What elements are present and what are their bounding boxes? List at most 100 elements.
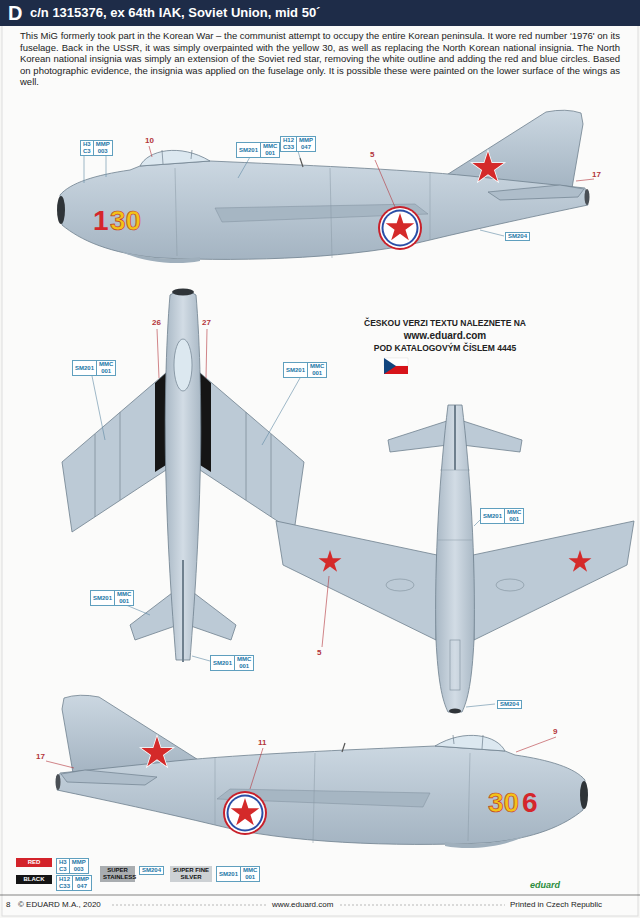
left-side-profile: [57, 110, 590, 263]
paint-code: 001: [240, 874, 259, 881]
profile-letter: D: [8, 1, 22, 25]
paint-code: 003: [69, 866, 88, 873]
paint-code-box: SM204: [505, 232, 530, 241]
paint-code: H12: [57, 876, 72, 883]
color-swatch: RED: [16, 858, 52, 867]
wing: [62, 372, 167, 532]
wing: [473, 521, 634, 640]
paint-code: SM201: [217, 871, 240, 878]
paint-code: SM204: [498, 701, 521, 708]
paint-code: C3: [57, 866, 69, 873]
paint-code-box: SM201MMC001: [72, 360, 116, 376]
color-swatch: SUPER STAINLESS: [100, 866, 135, 882]
legend-text: SUPER FINE SILVER: [173, 867, 209, 880]
paint-code: H12: [281, 137, 296, 144]
paint-code: MMC: [96, 361, 115, 368]
tailplane: [388, 420, 450, 452]
legend-text: SUPER STAINLESS: [103, 867, 136, 880]
tailplane: [130, 590, 178, 640]
paint-code-box: SM201MMC001: [90, 590, 134, 606]
catalogue-note: POD KATALOGOVÝM ČÍSLEM 4445: [345, 343, 545, 354]
aircraft-number: 6: [522, 787, 538, 819]
gear-door: [450, 640, 460, 690]
paint-code: MMP: [296, 137, 315, 144]
wing: [276, 521, 437, 640]
wing: [199, 372, 304, 532]
description-text: This MiG formerly took part in the Korea…: [20, 30, 620, 88]
paint-code-box: H3C3MMP003: [56, 858, 89, 874]
paint-code: 001: [307, 370, 326, 377]
paint-code: C33: [281, 144, 296, 151]
tailplane: [188, 590, 236, 640]
paint-code: 001: [114, 598, 133, 605]
paint-code: MMC: [234, 656, 253, 663]
paint-code: 001: [234, 663, 253, 670]
paint-code-box: SM201MMC001: [283, 362, 327, 378]
aircraft-number: 30: [110, 205, 141, 237]
paint-code: SM201: [91, 595, 114, 602]
page-number: 8: [6, 900, 10, 910]
callout-number: 26: [152, 318, 161, 327]
paint-code: SM201: [284, 367, 307, 374]
fin-edge: [454, 405, 456, 470]
aircraft-number: 1: [93, 205, 109, 237]
print-note: Printed in Czech Republic: [510, 900, 602, 910]
paint-code-box: H12C33MMP047: [280, 136, 316, 152]
paint-code: 003: [93, 148, 112, 155]
web-address: www.eduard.com: [272, 900, 333, 910]
wheel-well: [496, 579, 524, 591]
callout-number: 5: [317, 648, 321, 657]
paint-code: H3: [57, 859, 69, 866]
color-swatch: SUPER FINE SILVER: [170, 866, 212, 882]
intake: [172, 289, 194, 296]
paint-code: 001: [504, 516, 523, 523]
red-star: [319, 550, 342, 572]
callout-number: 11: [258, 738, 266, 747]
web-address: www.eduard.com: [345, 330, 545, 341]
paint-leader: [84, 151, 504, 707]
paint-code: MMP: [72, 876, 91, 883]
header-bar: [0, 0, 640, 26]
language-note: ČESKOU VERZI TEXTU NALEZNETE NA: [345, 318, 545, 329]
callout-leader: [46, 146, 594, 789]
paint-code: 001: [260, 150, 279, 157]
paint-code: MMC: [114, 591, 133, 598]
footer-rule: [0, 895, 640, 896]
plate-title: c/n 1315376, ex 64th IAK, Soviet Union, …: [30, 5, 320, 21]
callout-number: 27: [202, 318, 211, 327]
paint-code-box: SM204: [497, 700, 522, 709]
paint-code: MMC: [504, 509, 523, 516]
paint-code: 001: [96, 368, 115, 375]
paint-code-box: H12C33MMP047: [56, 875, 92, 891]
paint-code: SM201: [73, 365, 96, 372]
right-side-profile: [56, 695, 589, 848]
paint-code: MMP: [69, 859, 88, 866]
legend-text: RED: [28, 859, 41, 865]
callout-number: 5: [370, 150, 374, 159]
copyright: © EDUARD M.A., 2020: [18, 900, 101, 910]
legend-text: BLACK: [24, 876, 45, 882]
red-star: [569, 550, 592, 572]
paint-code: H3: [81, 141, 93, 148]
tailplane: [460, 420, 522, 452]
top-view: [62, 289, 304, 663]
paint-code: MMC: [240, 867, 259, 874]
paint-code-box: SM201MMC001: [216, 866, 260, 882]
callout-number: 10: [145, 136, 154, 145]
paint-code: SM201: [237, 147, 260, 154]
paint-code: MMP: [93, 141, 112, 148]
callout-number: 9: [553, 727, 557, 736]
paint-code: C33: [57, 883, 72, 890]
flag-blue: [384, 358, 396, 374]
paint-code: C3: [81, 148, 93, 155]
callout-number: 17: [36, 752, 45, 761]
paint-code-box: H3C3MMP003: [80, 140, 113, 156]
walkway-stripe: [155, 373, 166, 472]
paint-code: SM201: [211, 660, 234, 667]
color-swatch: BLACK: [16, 875, 52, 884]
aircraft-number: 30: [488, 787, 519, 819]
paint-code: MMC: [260, 143, 279, 150]
